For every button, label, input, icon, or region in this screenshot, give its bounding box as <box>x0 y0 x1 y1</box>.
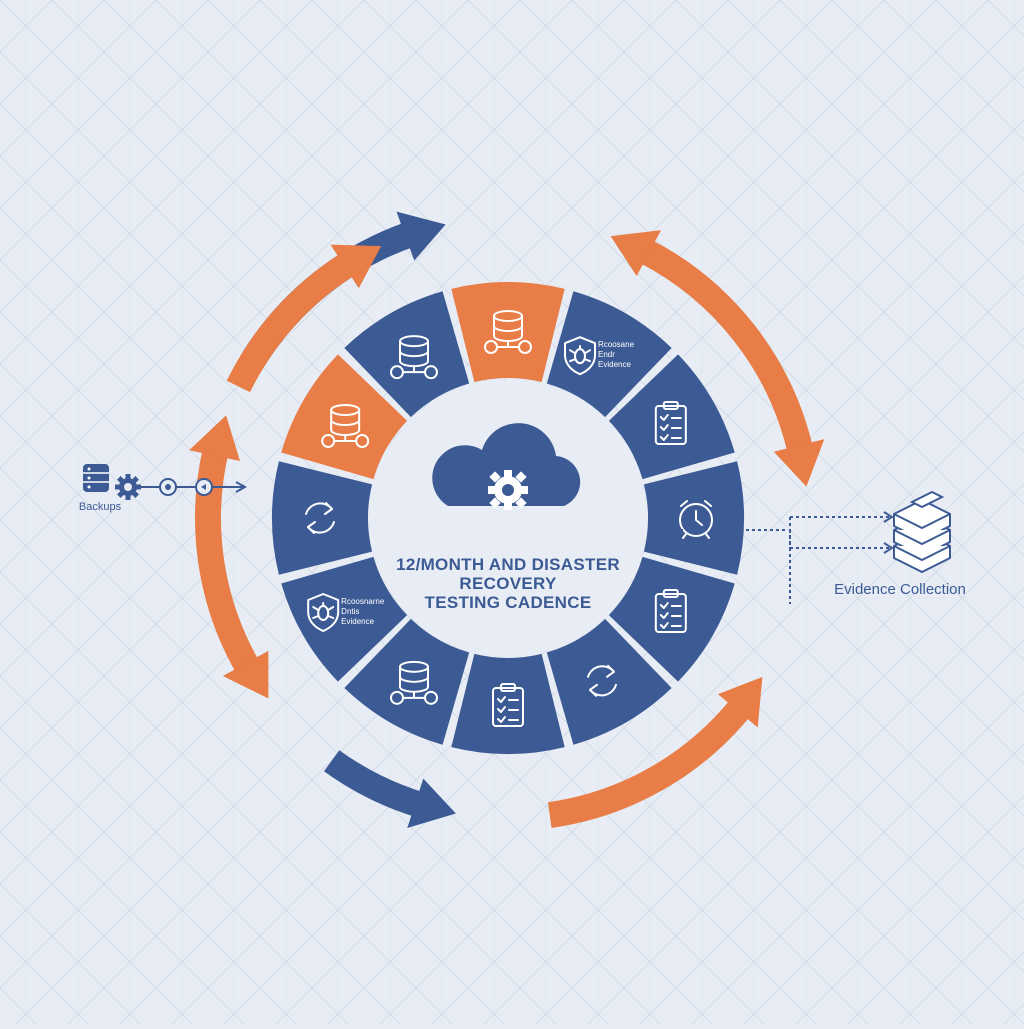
ring-segment-shape <box>451 653 565 754</box>
database-network-icon <box>484 310 532 354</box>
center-title-line-3: TESTING CADENCE <box>425 593 592 612</box>
ring-segment-shape <box>546 291 672 418</box>
cycle-arrow-body <box>226 252 357 393</box>
center-circle <box>370 380 646 656</box>
ring-segment-shape <box>608 556 735 682</box>
segment-caption: Evidence <box>598 360 631 369</box>
cycle-arrow-head <box>717 676 763 728</box>
ring-segment-shape <box>643 461 745 575</box>
alarm-clock-icon <box>679 500 713 539</box>
cycle-arrow <box>547 676 763 828</box>
ring-segment <box>608 556 735 682</box>
cycle-arrow <box>189 415 269 699</box>
cycle-arrow-body <box>195 447 260 675</box>
ring-segment-shape <box>608 354 735 480</box>
database-icon <box>83 464 109 492</box>
ring-segment <box>451 653 565 754</box>
shield-bug-icon <box>307 593 340 632</box>
dotted-connector <box>650 516 890 604</box>
ring-segment-shape <box>272 461 373 575</box>
shield-bug-icon <box>564 336 596 376</box>
cycle-arrow-body <box>324 750 425 818</box>
backups-label: Backups <box>79 501 122 513</box>
cycle-arrow-head <box>222 650 269 699</box>
evidence-collection-callout: Evidence Collection <box>650 490 966 604</box>
ring-segment-shape <box>281 556 408 682</box>
node-icon <box>159 478 177 496</box>
node-icon <box>195 478 213 496</box>
ring-segment <box>344 291 470 418</box>
cycle-arrow-head <box>407 778 456 829</box>
cycle-arrow-head <box>189 415 240 462</box>
database-network-icon <box>390 660 438 705</box>
ring-segment <box>344 618 470 745</box>
refresh-cycle-icon <box>305 502 335 534</box>
server-stack-icon <box>893 490 951 574</box>
segment-caption: Rcoosane <box>598 340 635 349</box>
database-network-icon <box>390 335 438 380</box>
ring-segment <box>451 282 565 383</box>
segment-caption: Evidence <box>341 617 374 626</box>
clipboard-checklist-icon <box>654 401 687 445</box>
cycle-arrow <box>226 244 382 393</box>
cycle-arrow <box>324 750 456 829</box>
ring-segment-shape <box>546 618 672 745</box>
ring-segment <box>546 618 672 745</box>
center-title-line-1: 12/MONTH AND DISASTER <box>396 555 620 574</box>
clipboard-checklist-icon <box>492 683 524 727</box>
cycle-arrow-body <box>547 698 752 828</box>
ring-segment <box>281 354 408 480</box>
outer-cycle-arrows <box>189 211 825 829</box>
evidence-collection-label: Evidence Collection <box>834 581 966 598</box>
clipboard-checklist-icon <box>654 589 687 633</box>
segment-caption: Dntis <box>341 607 359 616</box>
center-hub: 12/MONTH AND DISASTER RECOVERY TESTING C… <box>370 380 646 656</box>
backups-callout: Backups <box>79 464 248 513</box>
ring-segment-shape <box>344 291 470 418</box>
cycle-arrow-body <box>638 239 813 454</box>
gear-icon <box>115 474 141 500</box>
cycle-arrow-head <box>330 244 382 289</box>
ring-segment-shape <box>451 282 565 383</box>
center-title-line-2: RECOVERY <box>459 574 557 593</box>
cloud-gear-icon <box>432 423 581 510</box>
cadence-ring: RcoosaneEndrEvidenceRcoosnarneDntisEvide… <box>272 282 745 754</box>
cycle-arrow-head <box>610 230 662 277</box>
ring-segment <box>643 461 745 575</box>
segment-caption: Rcoosnarne <box>341 597 385 606</box>
refresh-cycle-icon <box>587 664 617 697</box>
ring-segment <box>608 354 735 480</box>
cycle-arrow-head <box>396 211 446 261</box>
segment-caption: Endr <box>598 350 615 359</box>
database-network-icon <box>321 404 370 448</box>
arrow-right-icon <box>235 481 248 493</box>
ring-segment-shape <box>281 354 408 480</box>
ring-segment <box>272 461 373 575</box>
cycle-arrow-head <box>773 439 825 487</box>
cycle-arrow <box>610 230 825 487</box>
